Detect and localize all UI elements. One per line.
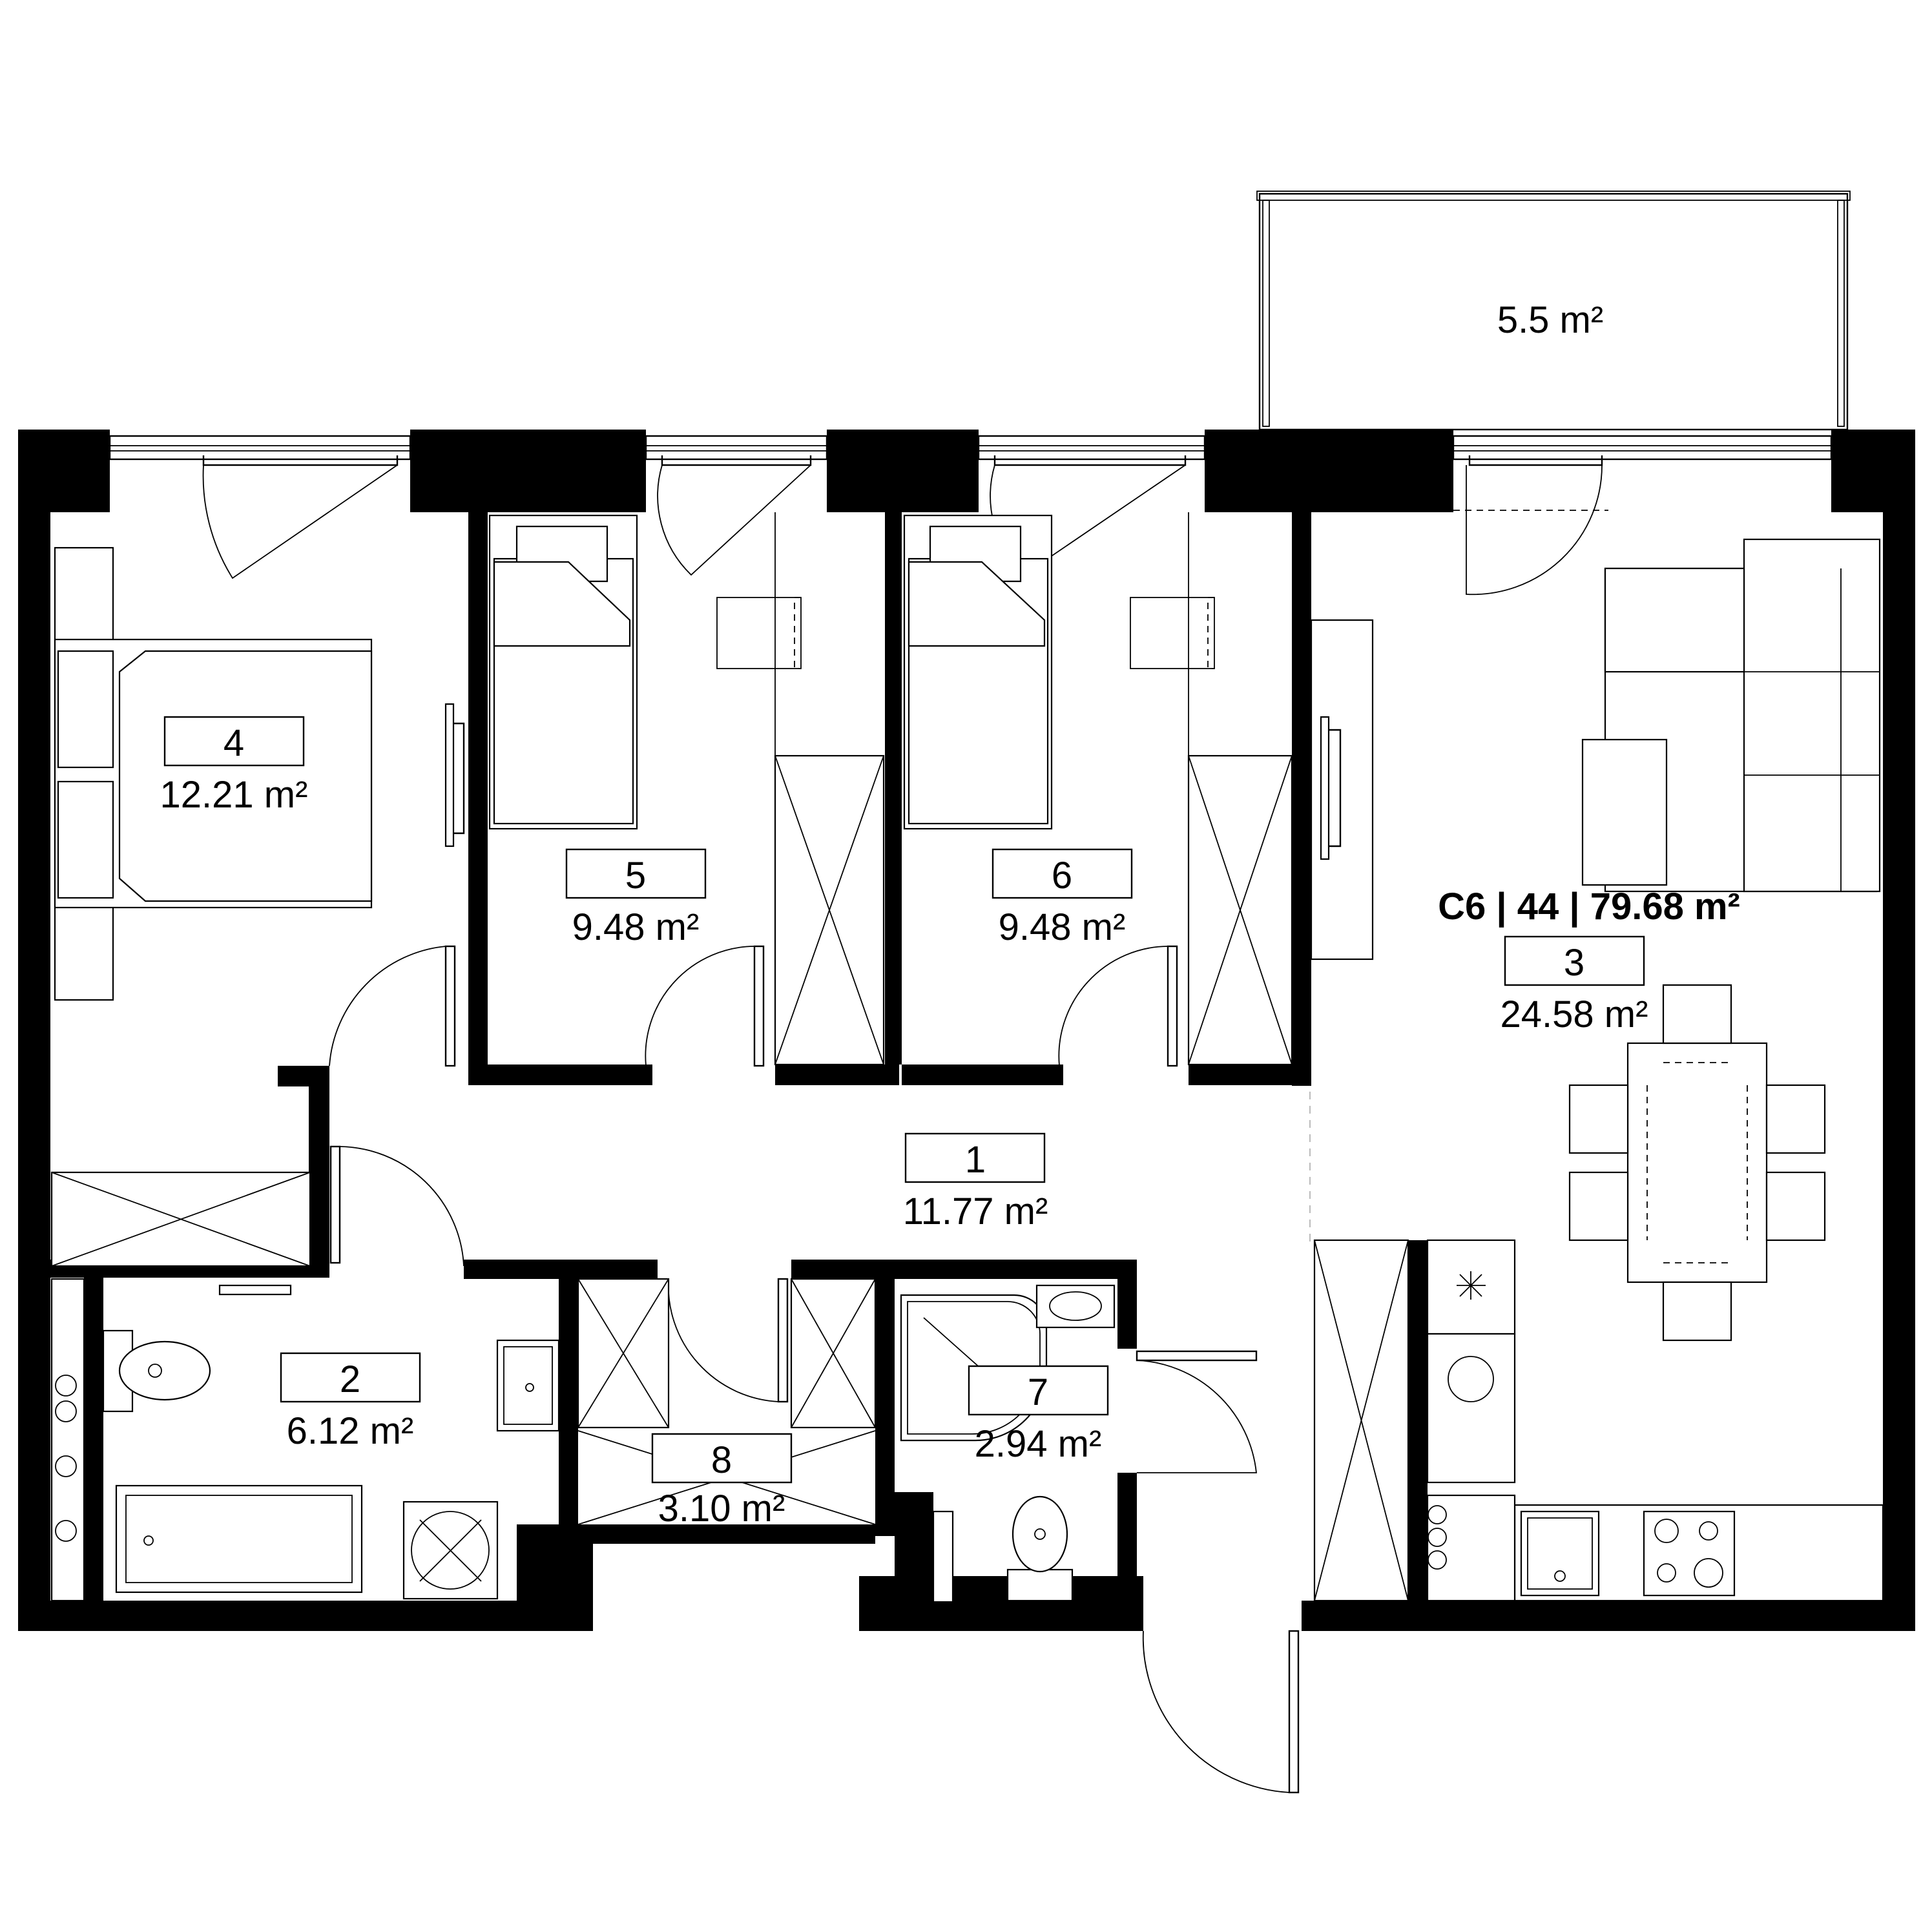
- room-8-number-box: [651, 1433, 793, 1484]
- room-7-number: 7: [1028, 1371, 1048, 1413]
- room-5-number-box: [565, 848, 707, 899]
- room-labels: 4 12.21 m² 5 9.48 m² 6 9.48 m² C6 | 44 |…: [160, 299, 1740, 1530]
- room-5-area: 9.48 m²: [572, 906, 700, 948]
- room-4-number-box: [163, 716, 305, 767]
- balcony-area: 5.5 m²: [1497, 299, 1603, 341]
- windows: [109, 435, 1833, 596]
- interior-walls: [50, 512, 1428, 1615]
- apartment-summary: C6 | 44 | 79.68 m²: [1438, 886, 1740, 928]
- room-4-area: 12.21 m²: [160, 774, 308, 816]
- room-1-area: 11.77 m²: [903, 1190, 1048, 1232]
- room-8-number: 8: [711, 1439, 732, 1481]
- room-2-area: 6.12 m²: [287, 1410, 414, 1452]
- doors: [329, 945, 1311, 1794]
- room-6-area: 9.48 m²: [999, 906, 1126, 948]
- room-6-number-box: [992, 848, 1133, 899]
- room-2-number: 2: [340, 1358, 360, 1400]
- exterior-walls: [18, 430, 1915, 1631]
- room-2-number-box: [280, 1352, 421, 1403]
- furniture: [50, 512, 1884, 1602]
- room-1-number-box: [904, 1132, 1046, 1183]
- room-6-number: 6: [1052, 855, 1072, 897]
- room-7-number-box: [968, 1365, 1109, 1416]
- room-3-number: 3: [1564, 942, 1584, 984]
- room-7-area: 2.94 m²: [975, 1423, 1102, 1465]
- room-3-number-box: [1504, 935, 1645, 986]
- room-1-number: 1: [965, 1139, 986, 1181]
- balcony: [1256, 191, 1851, 431]
- room-3-area: 24.58 m²: [1501, 993, 1648, 1035]
- room-8-area: 3.10 m²: [658, 1488, 785, 1530]
- room-5-number: 5: [625, 855, 646, 897]
- room-4-number: 4: [223, 722, 244, 764]
